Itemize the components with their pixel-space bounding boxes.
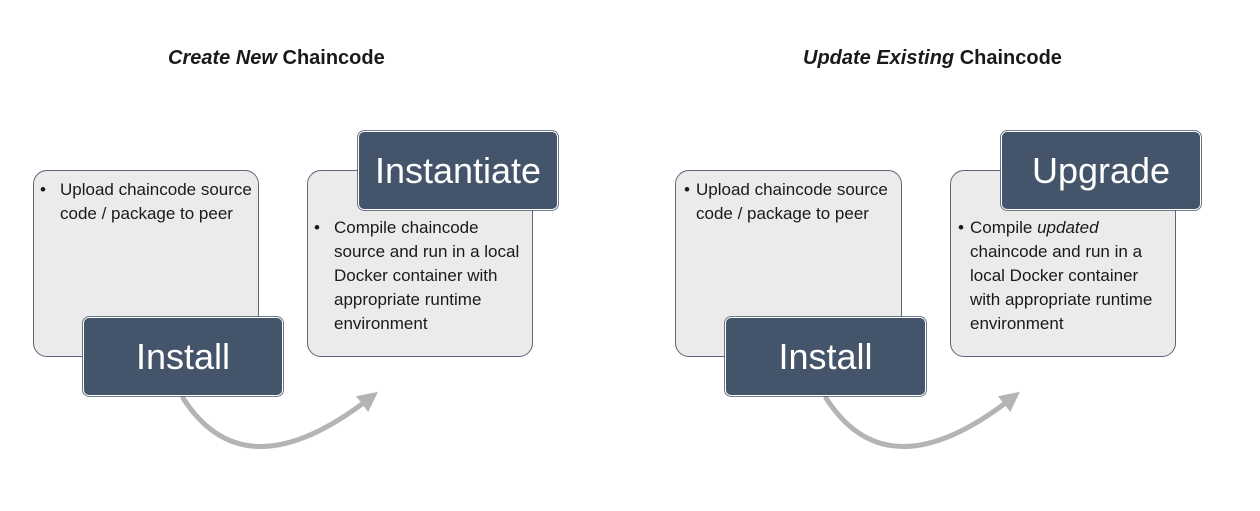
upgrade-text-after: chaincode and run in a local Docker cont… — [970, 242, 1153, 333]
install-description-item: • Upload chaincode source code / package… — [684, 178, 895, 226]
create-new-chaincode-title: Create New Chaincode — [168, 46, 385, 70]
install-description-item: • Upload chaincode source code / package… — [40, 178, 252, 226]
bullet: • — [40, 180, 46, 199]
bullet: • — [684, 180, 690, 199]
instantiate-description-text: Compile chaincode source and run in a lo… — [334, 218, 520, 333]
title-emphasis: Create New — [168, 47, 277, 69]
install-step-label: Install — [725, 317, 926, 396]
title-rest: Chaincode — [954, 47, 1062, 69]
instantiate-description-item: • Compile chaincode source and run in a … — [314, 216, 526, 336]
install-label-text: Install — [135, 335, 231, 377]
upgrade-text-emphasis: updated — [1037, 218, 1099, 237]
instantiate-step-label: Instantiate — [358, 131, 558, 210]
title-rest: Chaincode — [276, 47, 385, 69]
install-to-upgrade-arrow — [823, 391, 1020, 449]
upgrade-label-text: Upgrade — [1031, 149, 1171, 191]
install-description-text: Upload chaincode source code / package t… — [60, 180, 252, 223]
upgrade-step-label: Upgrade — [1001, 131, 1201, 210]
install-description-text: Upload chaincode source code / package t… — [696, 180, 888, 223]
bullet: • — [314, 218, 320, 237]
install-to-instantiate-arrow — [180, 391, 378, 449]
install-label-text: Install — [778, 335, 873, 377]
install-step-label: Install — [83, 317, 283, 396]
bullet: • — [958, 218, 964, 237]
upgrade-text-before: Compile — [970, 218, 1038, 237]
update-existing-chaincode-title: Update Existing Chaincode — [803, 46, 1062, 70]
title-emphasis: Update Existing — [803, 47, 955, 69]
instantiate-label-text: Instantiate — [374, 149, 542, 191]
upgrade-description-item: • Compile updated chaincode and run in a… — [958, 216, 1169, 336]
